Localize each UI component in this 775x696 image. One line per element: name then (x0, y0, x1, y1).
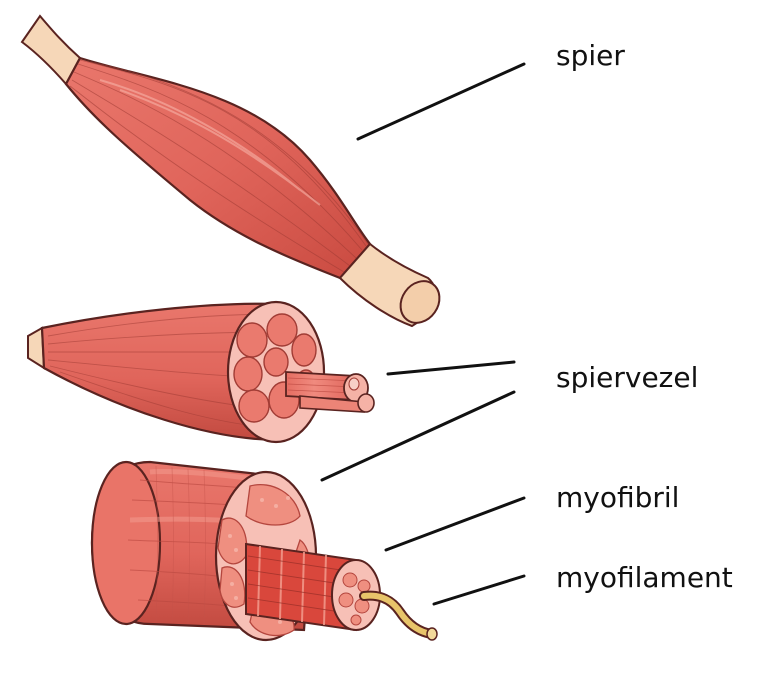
muscle-fascicle (27, 300, 375, 444)
whole-muscle (20, 14, 441, 328)
label-spiervezel: spiervezel (556, 361, 699, 394)
leader-myofibril (384, 496, 526, 552)
leader-myofilament (432, 574, 526, 606)
label-myofibril: myofibril (556, 481, 680, 514)
leader-spiervezel-b (320, 390, 516, 482)
muscle-belly (64, 56, 372, 280)
label-spier: spier (556, 39, 625, 72)
leader-spier (356, 62, 526, 141)
leader-lines (320, 62, 526, 606)
label-myofilament: myofilament (556, 561, 733, 594)
leader-spiervezel-a (386, 360, 516, 376)
muscle-fiber (90, 460, 438, 642)
